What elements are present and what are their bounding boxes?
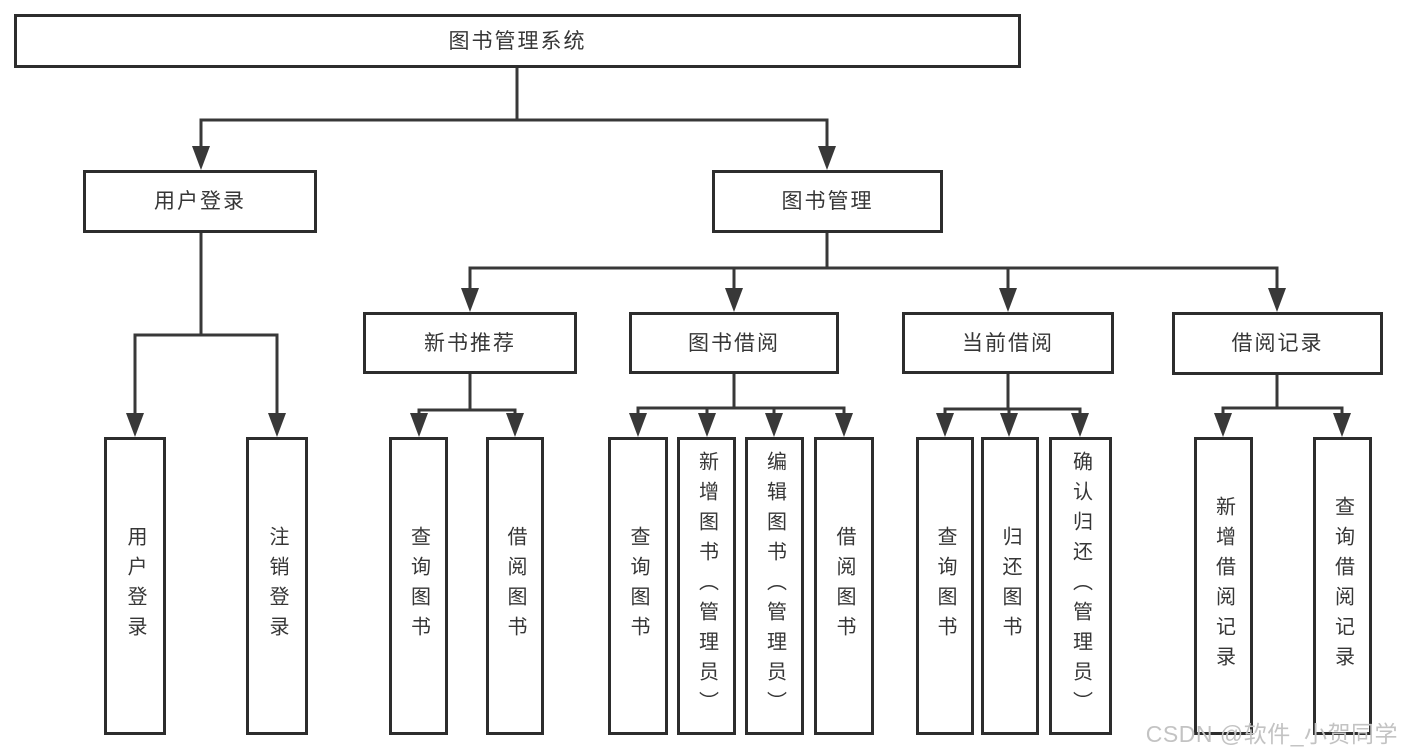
node-recommend-borrow-books: 借阅图书 xyxy=(486,437,544,735)
node-leaf-logout: 注销登录 xyxy=(246,437,308,735)
node-borrowing-records: 借阅记录 xyxy=(1172,312,1383,375)
node-borrowing-query-books: 查询图书 xyxy=(608,437,668,735)
node-book-management: 图书管理 xyxy=(712,170,943,233)
node-records-add-record-label: 新增借阅记录 xyxy=(1212,496,1235,676)
node-recommend-query-books: 查询图书 xyxy=(389,437,448,735)
node-user-login: 用户登录 xyxy=(83,170,317,233)
node-current-borrowing-label: 当前借阅 xyxy=(962,331,1054,355)
node-leaf-user-login-label: 用户登录 xyxy=(124,526,146,646)
node-records-query-record-label: 查询借阅记录 xyxy=(1331,496,1354,676)
node-leaf-user-login: 用户登录 xyxy=(104,437,166,735)
node-book-borrowing-label: 图书借阅 xyxy=(688,331,780,355)
node-borrowing-edit-books-admin-label: 编辑图书（管理员） xyxy=(763,451,786,721)
node-user-login-label: 用户登录 xyxy=(154,190,246,213)
node-book-borrowing: 图书借阅 xyxy=(629,312,839,374)
node-borrowing-query-books-label: 查询图书 xyxy=(627,526,649,646)
node-current-return-books-label: 归还图书 xyxy=(999,526,1021,646)
node-records-add-record: 新增借阅记录 xyxy=(1194,437,1253,735)
node-new-book-recommend-label: 新书推荐 xyxy=(424,331,516,355)
node-new-book-recommend: 新书推荐 xyxy=(363,312,577,374)
node-borrowing-borrow-books: 借阅图书 xyxy=(814,437,874,735)
node-library-system-label: 图书管理系统 xyxy=(448,29,587,53)
node-current-query-books-label: 查询图书 xyxy=(934,526,956,646)
node-leaf-logout-label: 注销登录 xyxy=(266,526,288,646)
node-borrowing-edit-books-admin: 编辑图书（管理员） xyxy=(745,437,804,735)
node-borrowing-add-books-admin-label: 新增图书（管理员） xyxy=(695,451,718,721)
node-recommend-borrow-books-label: 借阅图书 xyxy=(504,526,526,646)
node-current-return-books: 归还图书 xyxy=(981,437,1039,735)
node-borrowing-records-label: 借阅记录 xyxy=(1231,332,1324,355)
node-current-query-books: 查询图书 xyxy=(916,437,974,735)
node-current-confirm-return-admin-label: 确认归还（管理员） xyxy=(1069,451,1092,721)
node-recommend-query-books-label: 查询图书 xyxy=(407,526,430,646)
node-borrowing-add-books-admin: 新增图书（管理员） xyxy=(677,437,736,735)
csdn-watermark: CSDN @软件_小贺同学 xyxy=(1145,721,1398,747)
node-library-system: 图书管理系统 xyxy=(14,14,1021,68)
node-borrowing-borrow-books-label: 借阅图书 xyxy=(833,526,855,646)
node-current-borrowing: 当前借阅 xyxy=(902,312,1114,374)
node-current-confirm-return-admin: 确认归还（管理员） xyxy=(1049,437,1112,735)
node-records-query-record: 查询借阅记录 xyxy=(1313,437,1372,735)
node-book-management-label: 图书管理 xyxy=(781,190,874,213)
